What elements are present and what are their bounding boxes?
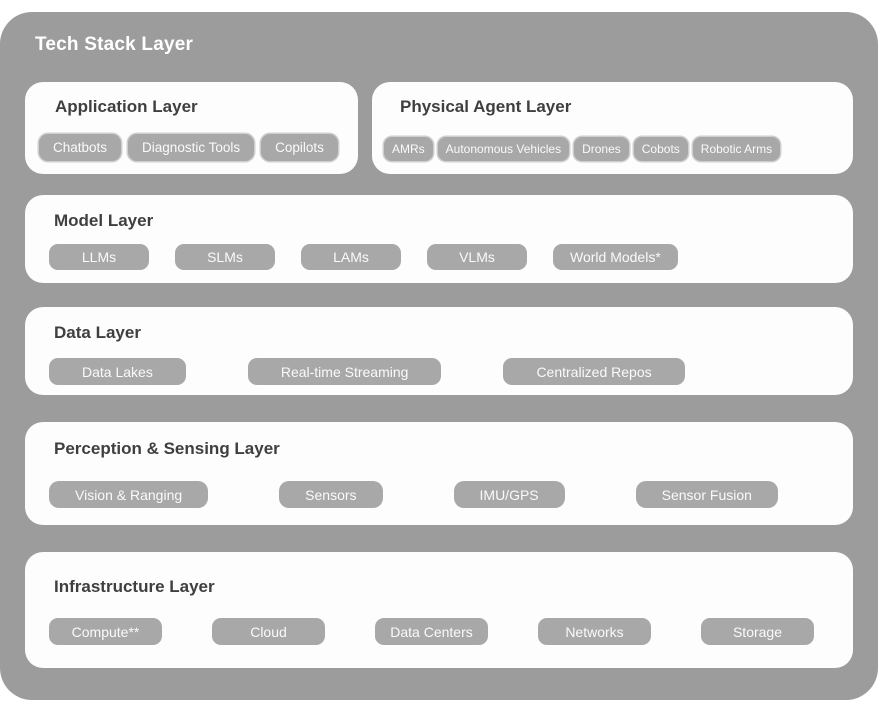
row-application-physical: Application Layer Chatbots Diagnostic To… — [25, 82, 853, 174]
tag-networks: Networks — [538, 618, 651, 645]
data-layer-card: Data Layer Data Lakes Real-time Streamin… — [25, 307, 853, 395]
infrastructure-layer-card: Infrastructure Layer Compute** Cloud Dat… — [25, 552, 853, 668]
physical-agent-layer-pills: AMRs Autonomous Vehicles Drones Cobots R… — [384, 137, 841, 161]
physical-agent-layer-title: Physical Agent Layer — [400, 97, 572, 116]
tag-compute: Compute** — [49, 618, 162, 645]
tag-cloud: Cloud — [212, 618, 325, 645]
tag-chatbots: Chatbots — [39, 134, 122, 161]
model-layer-title: Model Layer — [54, 211, 154, 230]
tag-data-centers: Data Centers — [375, 618, 488, 645]
application-layer-card: Application Layer Chatbots Diagnostic To… — [25, 82, 358, 174]
tech-stack-diagram: Tech Stack Layer Application Layer Chatb… — [0, 12, 878, 700]
perception-sensing-layer-pills: Vision & Ranging Sensors IMU/GPS Sensor … — [49, 481, 829, 508]
application-layer-pills: Chatbots Diagnostic Tools Copilots — [39, 134, 344, 161]
model-layer-card: Model Layer LLMs SLMs LAMs VLMs World Mo… — [25, 195, 853, 283]
tag-lams: LAMs — [301, 244, 401, 270]
infrastructure-layer-pills: Compute** Cloud Data Centers Networks St… — [49, 618, 829, 645]
tag-sensors: Sensors — [279, 481, 383, 508]
physical-agent-layer-card: Physical Agent Layer AMRs Autonomous Veh… — [372, 82, 853, 174]
data-layer-title: Data Layer — [54, 323, 141, 342]
perception-sensing-layer-title: Perception & Sensing Layer — [54, 439, 280, 458]
application-layer-title: Application Layer — [55, 97, 198, 116]
infrastructure-layer-title: Infrastructure Layer — [54, 577, 215, 596]
diagram-title: Tech Stack Layer — [35, 34, 194, 55]
tag-llms: LLMs — [49, 244, 149, 270]
tag-amrs: AMRs — [384, 137, 433, 161]
tag-sensor-fusion: Sensor Fusion — [635, 481, 778, 508]
tag-imu-gps: IMU/GPS — [453, 481, 565, 508]
tag-drones: Drones — [574, 137, 629, 161]
tag-slms: SLMs — [175, 244, 275, 270]
model-layer-pills: LLMs SLMs LAMs VLMs World Models* — [49, 244, 829, 270]
tag-copilots: Copilots — [261, 134, 338, 161]
data-layer-pills: Data Lakes Real-time Streaming Centraliz… — [49, 358, 829, 385]
tag-centralized-repos: Centralized Repos — [503, 358, 685, 385]
tag-diagnostic-tools: Diagnostic Tools — [128, 134, 255, 161]
tag-real-time-streaming: Real-time Streaming — [247, 358, 442, 385]
tag-cobots: Cobots — [633, 137, 688, 161]
tag-vlms: VLMs — [427, 244, 527, 270]
tag-world-models: World Models* — [553, 244, 678, 270]
tag-storage: Storage — [701, 618, 814, 645]
layer-rows: Application Layer Chatbots Diagnostic To… — [25, 82, 853, 668]
perception-sensing-layer-card: Perception & Sensing Layer Vision & Rang… — [25, 422, 853, 525]
tag-vision-ranging: Vision & Ranging — [49, 481, 209, 508]
tag-robotic-arms: Robotic Arms — [692, 137, 781, 161]
tag-data-lakes: Data Lakes — [49, 358, 186, 385]
tag-autonomous-vehicles: Autonomous Vehicles — [437, 137, 570, 161]
